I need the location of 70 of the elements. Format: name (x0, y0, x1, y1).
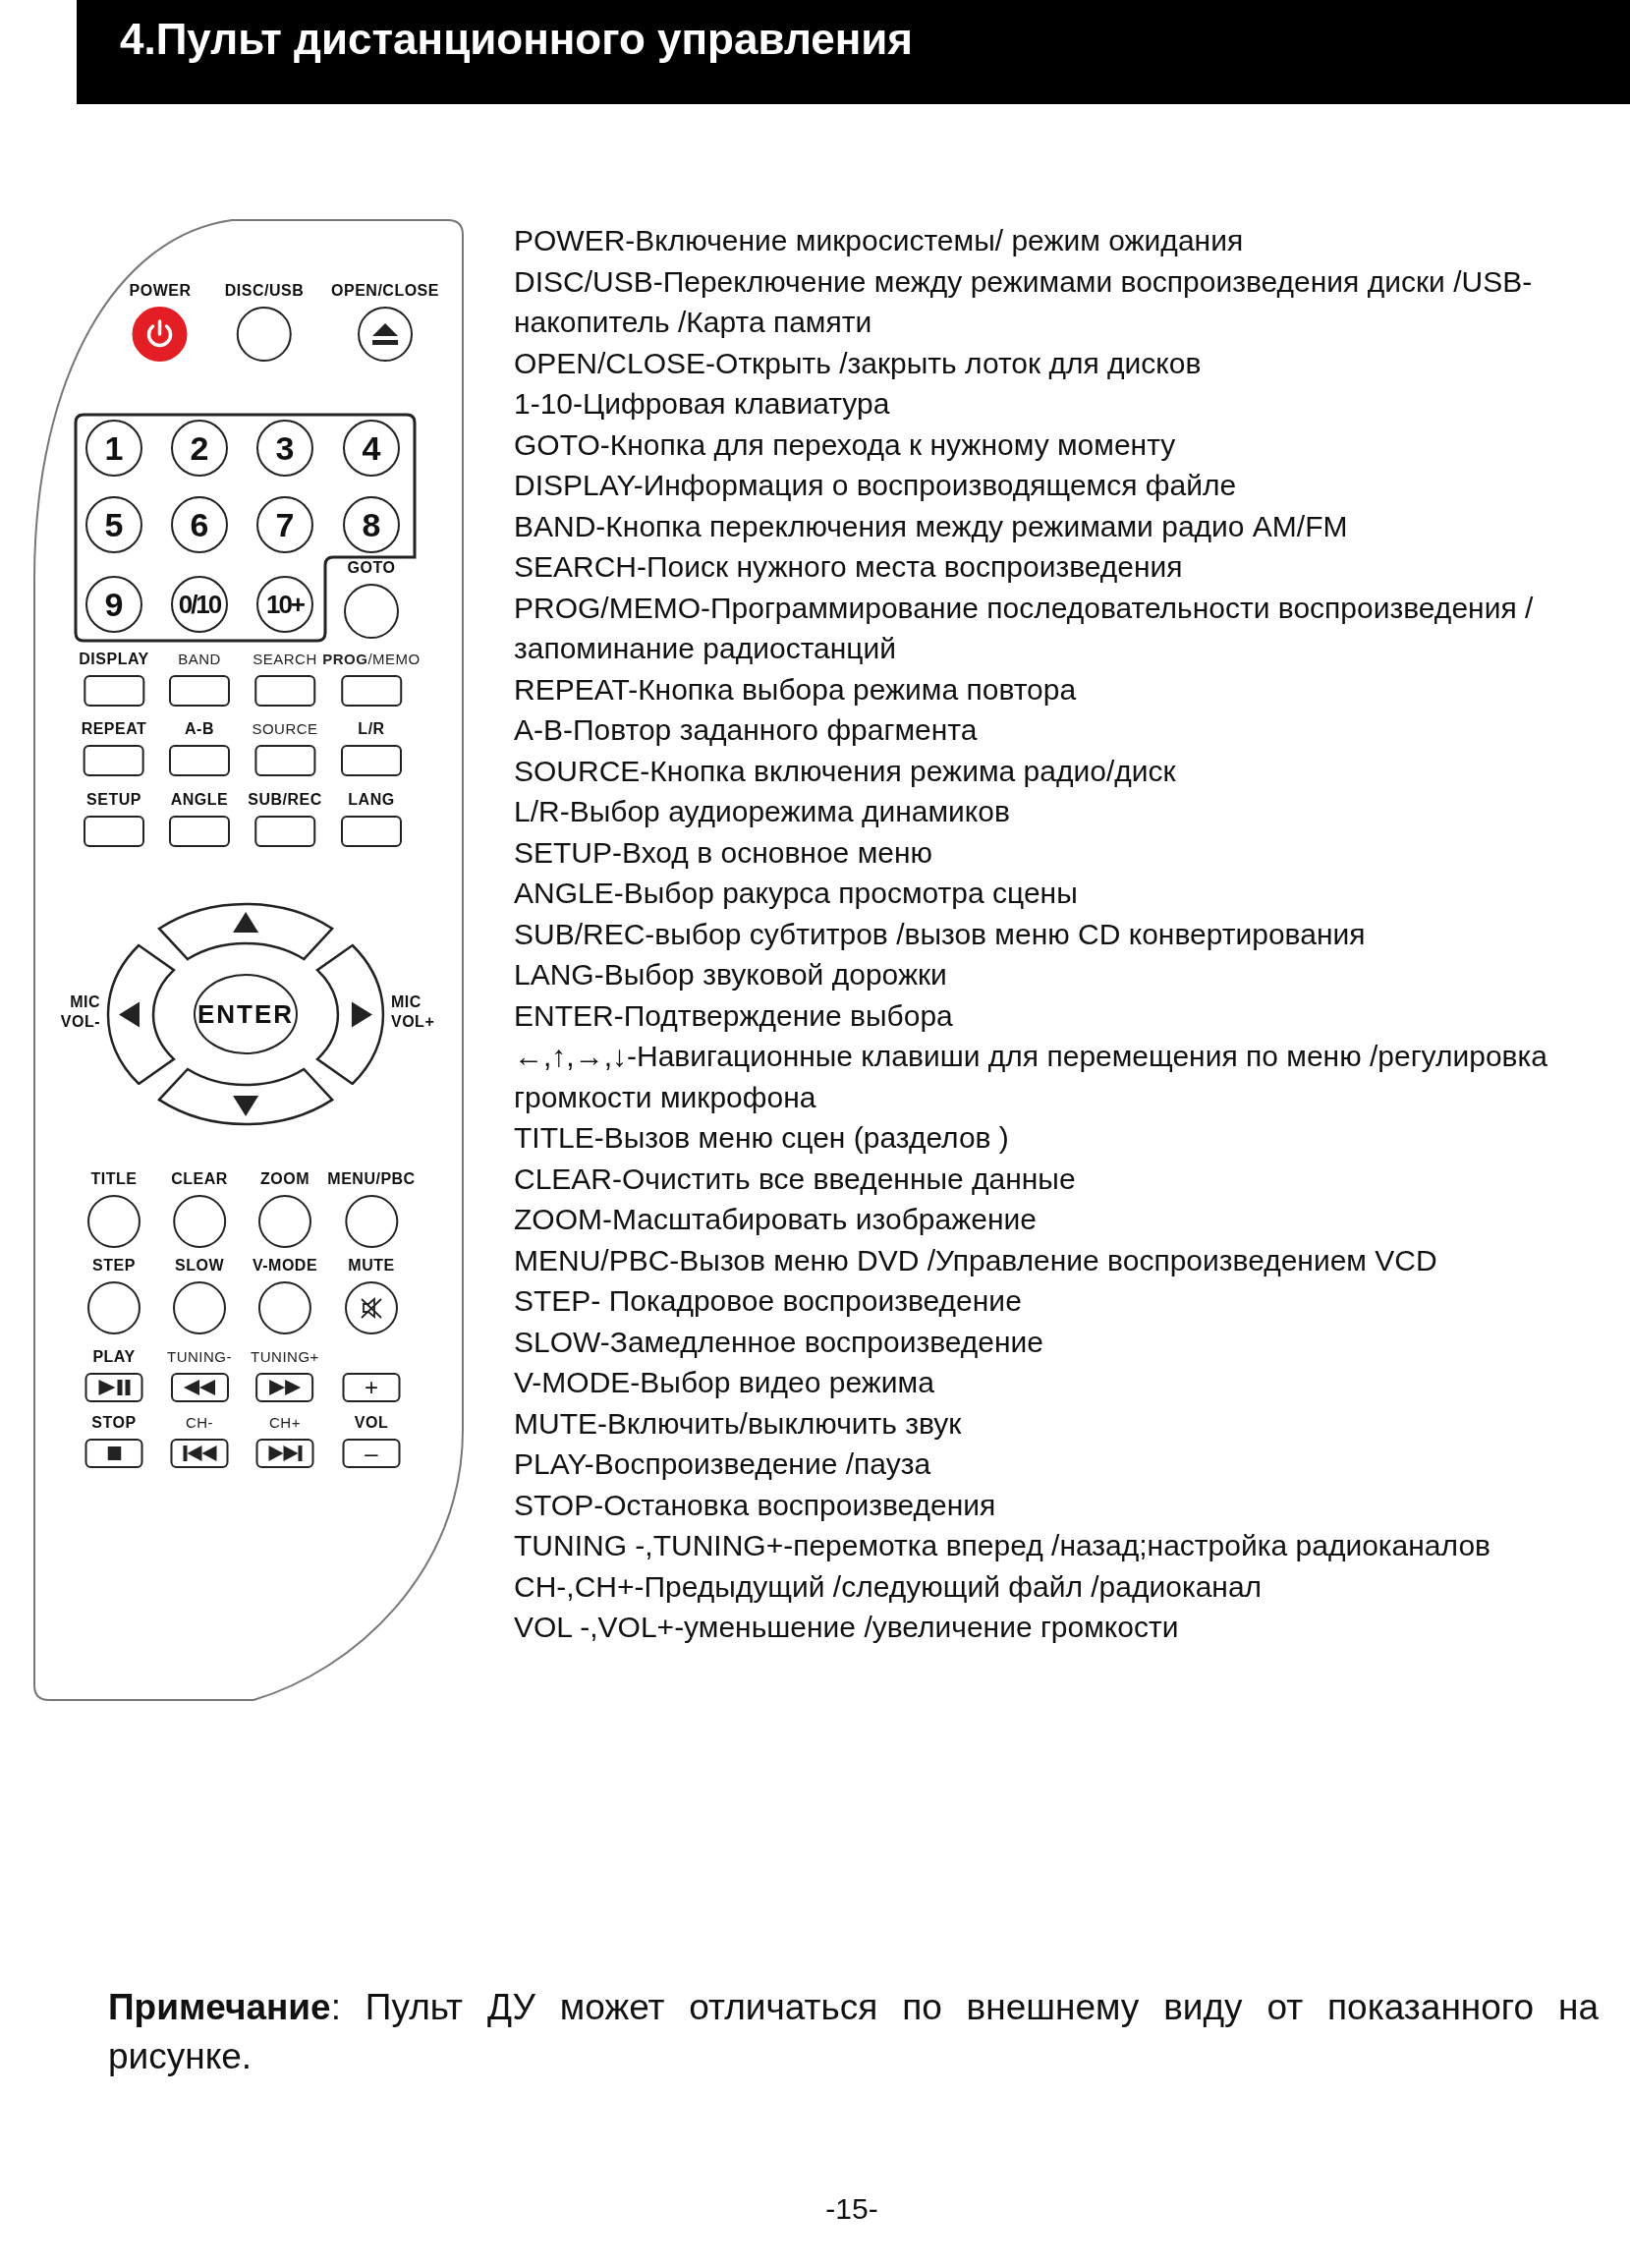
rect-button: + (342, 1373, 401, 1402)
button-label: SLOW (175, 1256, 224, 1276)
button-label: ZOOM (260, 1169, 309, 1189)
button-label: SETUP (86, 790, 141, 810)
description-text: ENTER-Подтверждение выбора (514, 997, 954, 1034)
description-text: PROG/MEMO-Программирование последовательности воспроизведения / запоминание радиостанций (514, 590, 1535, 666)
description-text: SEARCH-Поиск нужного места воспроизведения (514, 549, 1184, 585)
button-label: ANGLE (170, 790, 229, 810)
description-text: SETUP-Вход в основное меню (514, 834, 933, 871)
description-text: OPEN/CLOSE-Открыть /закрыть лоток для дисков (514, 345, 1203, 381)
description-text: PLAY-Воспроизведение /пауза (514, 1446, 932, 1482)
description-text: DISPLAY-Информация о воспроизводящемся файле (514, 468, 1238, 503)
description-text: V-MODE-Выбор видео режима (514, 1365, 935, 1400)
button-label: DISPLAY (79, 650, 149, 669)
description-text: ←,↑,→,↓-Навигационные клавиши для перемещения по меню /регулировка громкости микрофона (514, 1039, 1548, 1115)
rect-button: – (342, 1439, 401, 1468)
button-label: CH+ (269, 1413, 301, 1433)
description-text: SOURCE-Кнопка включения режима радио/диск (514, 753, 1177, 789)
page-number: -15- (824, 2191, 879, 2227)
button-label: BAND (178, 650, 221, 669)
description-text: VOL -,VOL+-уменьшение /увеличение громкости (514, 1610, 1180, 1645)
description-text: STEP- Покадровое воспроизведение (514, 1283, 1023, 1319)
description-text: DISC/USB-Переключение между режимами воспроизведения диски /USB-накопитель /Карта памяти (514, 263, 1534, 340)
button-label: STEP (92, 1256, 136, 1276)
button-label: GOTO (347, 558, 396, 578)
button-label: MIC VOL+ (391, 992, 436, 1032)
button-label: CLEAR (171, 1169, 228, 1189)
button-label: MUTE (348, 1256, 395, 1276)
button-label: SUB/REC (248, 790, 322, 810)
page-title: 4.Пульт дистанционного управления (120, 14, 914, 65)
description-text: POWER-Включение микросистемы/ режим ожидания (514, 223, 1245, 258)
button-label: LANG (348, 790, 395, 810)
description-text: STOP-Остановка воспроизведения (514, 1487, 997, 1523)
button-label: OPEN/CLOSE (331, 281, 439, 301)
button-label: VOL (354, 1413, 389, 1433)
button-label: REPEAT (81, 719, 147, 739)
description-text: GOTO-Кнопка для перехода к нужному моменту (514, 426, 1177, 463)
button-label: V-MODE (252, 1256, 318, 1276)
description-text: MENU/PBC-Вызов меню DVD /Управление воспроизведением VCD (514, 1242, 1438, 1278)
description-text: SLOW-Замедленное воспроизведение (514, 1324, 1045, 1360)
button-label: MENU/PBC (327, 1169, 416, 1189)
description-text: TUNING -,TUNING+-перемотка вперед /назад;настройка радиоканалов (514, 1528, 1491, 1563)
button-label: MIC VOL- (59, 992, 100, 1032)
note-text: Примечание: Пульт ДУ может отличаться по внешнему виду от показанного на рисунке. (108, 1986, 1599, 2078)
button-label: DISC/USB (224, 281, 305, 301)
description-text: LANG-Выбор звуковой дорожки (514, 957, 948, 992)
description-text: L/R-Выбор аудиорежима динамиков (514, 794, 1011, 829)
button-label: PROG/MEMO (322, 650, 421, 669)
description-text: REPEAT-Кнопка выбора режима повтора (514, 671, 1078, 708)
button-label: PLAY (92, 1347, 136, 1367)
button-label: TUNING- (167, 1347, 232, 1367)
description-text: CH-,CH+-Предыдущий /следующий файл /радиоканал (514, 1568, 1264, 1605)
button-label: CH- (185, 1413, 214, 1433)
description-text: 1-10-Цифровая клавиатура (514, 386, 891, 422)
description-text: CLEAR-Очистить все введенные данные (514, 1161, 1077, 1197)
description-text: TITLE-Вызов меню сцен (разделов ) (514, 1120, 1010, 1156)
description-text: SUB/REC-выбор субтитров /вызов меню CD конвертирования (514, 916, 1367, 952)
description-text: MUTE-Включить/выключить звук (514, 1405, 963, 1442)
description-text: A-B-Повтор заданного фрагмента (514, 712, 979, 748)
description-text: BAND-Кнопка переключения между режимами радио AM/FM (514, 508, 1349, 544)
button-label: TITLE (90, 1169, 138, 1189)
button-label: L/R (358, 719, 385, 739)
button-label: SOURCE (252, 719, 318, 739)
button-label: STOP (91, 1413, 137, 1433)
description-text: ANGLE-Выбор ракурса просмотра сцены (514, 876, 1079, 911)
button-label: A-B (185, 719, 214, 739)
button-label: SEARCH (253, 650, 317, 669)
button-label: TUNING+ (251, 1347, 319, 1367)
description-text: ZOOM-Масштабировать изображение (514, 1202, 1038, 1237)
button-label: POWER (129, 281, 192, 301)
